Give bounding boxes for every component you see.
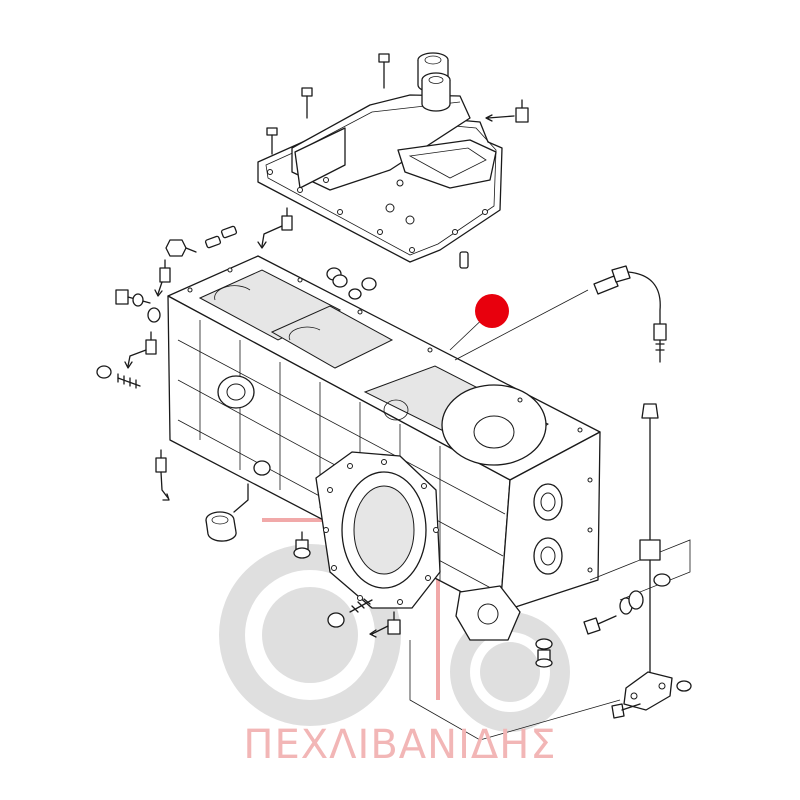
top-cover: [257, 52, 503, 263]
plug-left-1: [154, 259, 171, 297]
plug-top-right: [485, 99, 529, 123]
housing-flange: [315, 451, 441, 609]
plug-bottom-2: [369, 611, 401, 638]
marker-dot: [475, 294, 509, 328]
cover-bolt-2: [301, 87, 313, 119]
plug-bottom-1: [293, 531, 311, 559]
dowel-pin-2: [220, 225, 238, 239]
transmission-housing: [167, 255, 601, 641]
dipstick-rod: [623, 403, 692, 711]
watermark-gear-large: [219, 544, 401, 726]
dowel-pin-3: [204, 235, 222, 249]
plug-left-2: [124, 331, 157, 369]
leader-line-sensor: [454, 289, 589, 361]
dowel-pin-1: [459, 251, 469, 269]
cover-bolt-1: [378, 53, 390, 89]
bolt-right-2: [611, 703, 641, 719]
watermark-logo: [219, 518, 570, 732]
watermark-brand-text: ΠΕΧΛΙΒΑΝΙΔΗΣ: [243, 722, 557, 768]
washer-and-plug-bottom: [535, 638, 553, 668]
nut-top-2: [348, 277, 377, 300]
leader-line-flange: [409, 640, 621, 741]
temperature-sensor: [593, 265, 667, 363]
bushing-left: [205, 483, 249, 542]
plug-left-top: [257, 207, 293, 249]
nut-top-1: [326, 267, 348, 288]
fitting-banjo-bolt: [165, 239, 197, 257]
plug-left-3: [155, 449, 170, 501]
bolt-right-1: [583, 590, 644, 635]
bolt-left: [115, 289, 161, 323]
stud-bottom: [327, 598, 373, 628]
cover-port-2: [421, 72, 451, 112]
cover-bolt-3: [266, 127, 278, 155]
nut-and-stud-left: [96, 365, 141, 389]
